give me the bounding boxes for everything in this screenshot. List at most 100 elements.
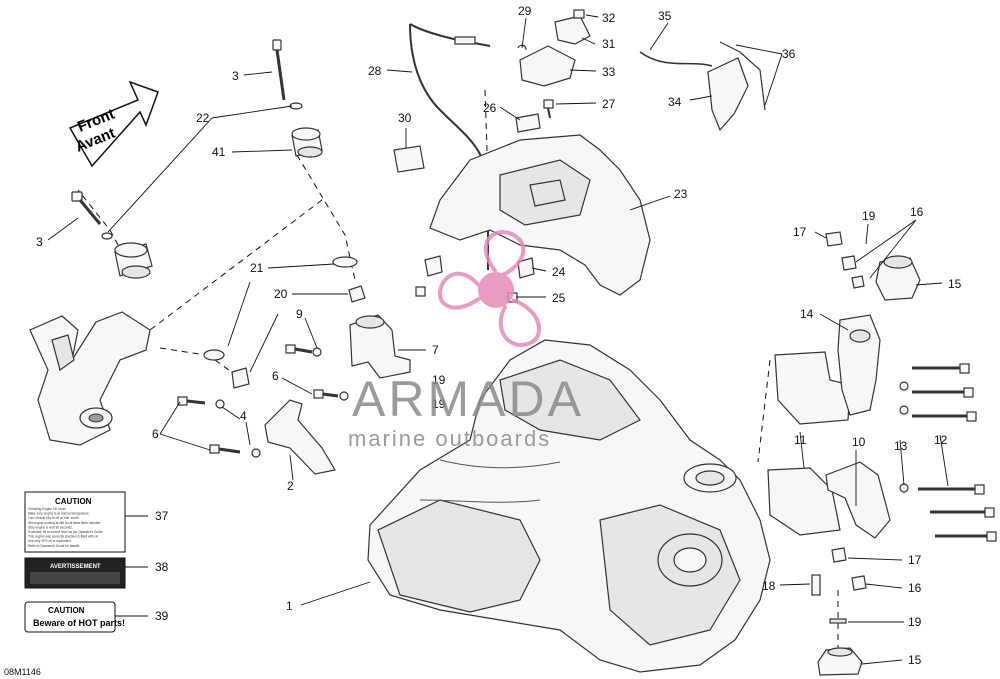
- rubber-mount-41-top: [291, 127, 323, 158]
- callout-24: 23: [674, 187, 688, 201]
- bolt-3-top: [272, 39, 286, 101]
- bolt-9: [285, 344, 322, 357]
- washers-13: [899, 381, 909, 493]
- drawing-code: 08M1146: [4, 667, 41, 677]
- callout-27: 26: [483, 101, 497, 115]
- callout-16-top: 16: [910, 205, 924, 219]
- callout-16-bottom: 16: [908, 581, 922, 595]
- callout-40: 39: [155, 609, 169, 623]
- callout-6-upper: 6: [272, 369, 279, 383]
- callout-6-lower: 6: [152, 427, 159, 441]
- callout-20: 19: [432, 397, 446, 411]
- bracket-34: [519, 45, 576, 87]
- callout-4: 4: [240, 409, 247, 423]
- clip-25-left: [424, 255, 443, 277]
- label-38-line: Stop engine & wait 30 seconds.: [28, 525, 73, 529]
- label-38-line: Turn vehicle key to off or 'idle' mode.: [28, 516, 80, 520]
- engine-assembly-1: [367, 339, 771, 673]
- sensor-harness-35: [639, 41, 766, 132]
- callout-17-top: 17: [793, 225, 807, 239]
- label-38-line: Set engine running at idle for at least …: [28, 521, 101, 525]
- bracket-11-lower: [767, 467, 841, 536]
- callout-23: 22: [196, 111, 210, 125]
- callout-28: 27: [602, 97, 616, 111]
- washer-22-right: [332, 256, 358, 268]
- nut-16-top: [841, 255, 857, 271]
- callout-36: 35: [658, 9, 672, 23]
- engine-support-bracket-left: [29, 311, 151, 446]
- callout-32: 31: [602, 37, 616, 51]
- callout-37: 36: [782, 47, 796, 61]
- callout-21: 20: [274, 287, 288, 301]
- connector-32: [554, 15, 591, 45]
- watermark: ARMADA marine outboards: [348, 230, 584, 451]
- callout-3-top: 3: [232, 69, 239, 83]
- warning-label-39: AVERTISSEMENT: [24, 557, 126, 589]
- clip-25-right: [517, 257, 535, 279]
- callout-7: 7: [432, 343, 439, 357]
- callout-31: 30: [398, 111, 412, 125]
- callout-38: 37: [155, 509, 169, 523]
- nut-17-top: [825, 231, 843, 247]
- callout-19-mid: 19: [432, 373, 446, 387]
- propeller-logo: [438, 230, 541, 348]
- callout-3-left: 3: [36, 235, 43, 249]
- label-38-line: Checking Engine Oil Level: [28, 507, 66, 511]
- front-direction-arrow: Front Avant: [68, 80, 159, 168]
- label-38-line: This engine was correctly checked & fill…: [28, 535, 99, 539]
- watermark-sub: marine outboards: [348, 426, 551, 451]
- washer-22-left: [203, 349, 225, 361]
- callout-22: 21: [250, 261, 264, 275]
- label-39-title: AVERTISSEMENT: [50, 564, 101, 570]
- hot-parts-label-40: CAUTION Beware of HOT parts!: [24, 601, 125, 633]
- bracket-14: [837, 314, 881, 416]
- callout-1: 1: [286, 599, 293, 613]
- callout-19-bottom: 19: [908, 615, 922, 629]
- bolt-6-lower-b: [209, 444, 261, 458]
- label-38-line: Make sure engine is at normal temperatur…: [28, 512, 90, 516]
- label-38-line: Refer to Operator's Guide for details.: [28, 544, 80, 548]
- callout-9: 9: [296, 307, 303, 321]
- callout-25: 24: [552, 265, 566, 279]
- clip-33: [573, 9, 585, 19]
- callout-26: 25: [552, 291, 566, 305]
- bolt-3-left: [71, 191, 102, 225]
- callout-11: 11: [794, 433, 807, 447]
- bracket-27: [515, 113, 541, 133]
- callout-17-bottom: 17: [908, 553, 922, 567]
- label-38-title: CAUTION: [55, 497, 92, 506]
- callout-35: 34: [668, 95, 682, 109]
- callout-15-top: 15: [948, 277, 962, 291]
- callout-41: 41: [212, 145, 226, 159]
- bolts-12: [912, 363, 997, 542]
- label-40-body: Beware of HOT parts!: [33, 618, 125, 628]
- nut-16-top-b: [851, 275, 865, 289]
- callout-numbers: 3 22 41 3 21 20 9 7 6 19 19 4 6 2 1 28 2…: [36, 4, 962, 667]
- callout-33: 32: [602, 11, 616, 25]
- callout-12: 12: [934, 433, 948, 447]
- callout-15-bottom: 15: [908, 653, 922, 667]
- callout-2: 2: [287, 479, 294, 493]
- label-40-title: CAUTION: [48, 606, 85, 615]
- engine-mount-bracket-2: [264, 399, 336, 475]
- bolt-6-upper: [313, 389, 349, 401]
- watermark-brand: ARMADA: [352, 371, 584, 427]
- nut-5: [231, 367, 250, 389]
- washer-left: [101, 232, 113, 240]
- engine-mount-bracket-7: [349, 314, 411, 379]
- callout-18: 18: [762, 579, 776, 593]
- callout-30: 29: [518, 4, 532, 18]
- label-38-line: Use only XPS oil or equivalent.: [28, 539, 72, 543]
- label-38-line: If needed, fill to correct level as per …: [28, 530, 103, 534]
- intake-plenum-24: [429, 134, 651, 296]
- nut-21: [348, 285, 366, 303]
- rubber-mount-15-top: [875, 255, 921, 301]
- callout-10: 10: [852, 435, 866, 449]
- callout-29: 28: [368, 64, 382, 78]
- leader-lines: [47, 14, 949, 665]
- grommet-31: [393, 145, 425, 173]
